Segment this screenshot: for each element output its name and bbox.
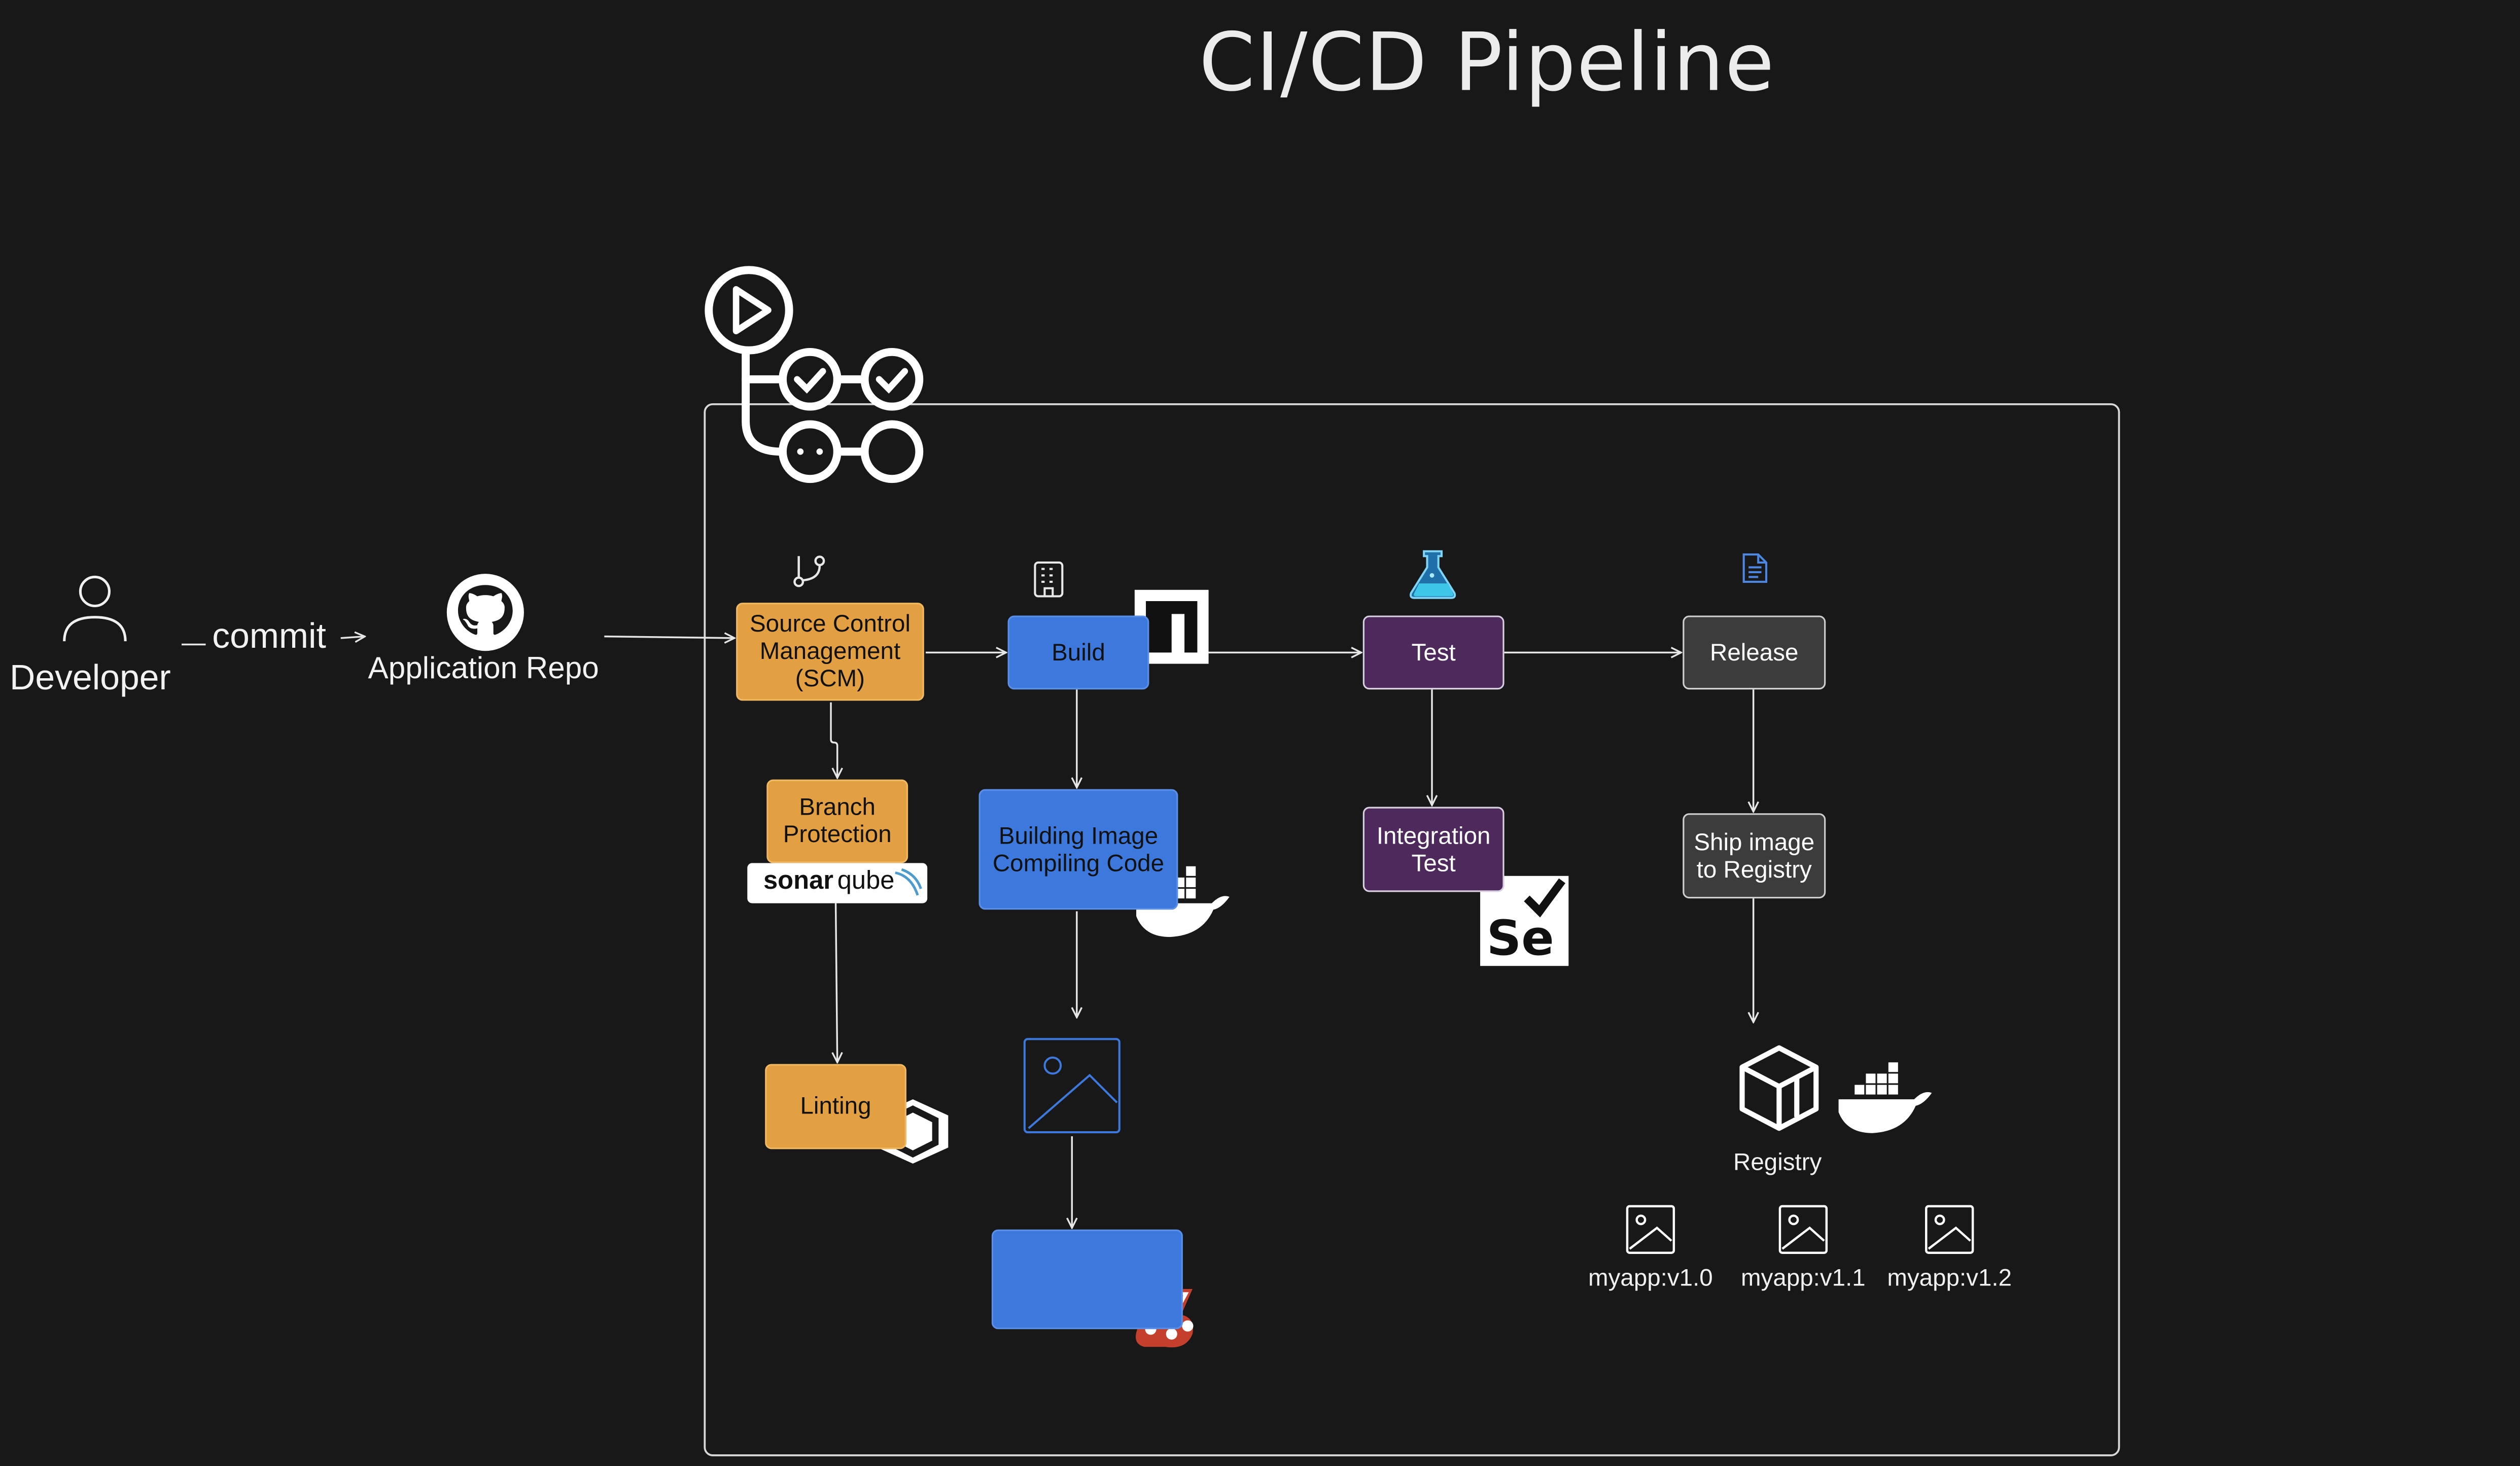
commit-label: commit	[212, 615, 326, 656]
release-label: Release	[1710, 639, 1799, 667]
image-icon	[1626, 1205, 1675, 1254]
sonarqube-logo: sonar qube	[747, 863, 928, 903]
pipeline-frame	[704, 403, 2120, 1456]
image-version-label: myapp:v1.2	[1887, 1265, 2012, 1293]
branch-to-linting-arrow	[836, 903, 837, 1063]
flask-icon	[1409, 550, 1456, 599]
repo-label: Application Repo	[368, 652, 599, 686]
github-actions-icon	[705, 266, 924, 483]
building-icon	[1034, 561, 1064, 598]
registry-label: Registry	[1733, 1149, 1822, 1177]
integration-test-box[interactable]: Integration Test	[1362, 807, 1504, 892]
build-label: Build	[1052, 639, 1105, 667]
image-icon	[1023, 1038, 1121, 1134]
developer-label: Developer	[10, 657, 171, 698]
linting-label: Linting	[800, 1093, 871, 1121]
commit-arrow	[340, 637, 365, 638]
artifact-box[interactable]	[991, 1229, 1183, 1330]
package-icon	[1739, 1045, 1819, 1131]
scm-to-branch-arrow	[830, 702, 837, 778]
ship-image-label: Ship image to Registry	[1694, 828, 1815, 884]
image-icon	[1778, 1205, 1828, 1254]
repo-to-scm-arrow	[604, 637, 734, 638]
docker-icon	[1838, 1062, 1932, 1133]
building-image-label: Building Image Compiling Code	[992, 822, 1165, 877]
build-box[interactable]: Build	[1007, 615, 1149, 690]
image-version-label: myapp:v1.0	[1588, 1265, 1713, 1293]
test-label: Test	[1411, 639, 1456, 667]
integration-test-label: Integration Test	[1376, 822, 1491, 877]
sonarqube-text-a: sonar	[763, 867, 834, 895]
branch-protection-label: Branch Protection	[783, 794, 892, 849]
git-branch-icon	[793, 555, 825, 587]
page-title: CI/CD Pipeline	[1199, 16, 1775, 110]
svg-text:Se: Se	[1487, 911, 1554, 966]
document-icon	[1742, 553, 1768, 583]
release-box[interactable]: Release	[1683, 615, 1826, 690]
scm-box[interactable]: Source Control Management (SCM)	[736, 603, 924, 701]
test-box[interactable]: Test	[1362, 615, 1504, 690]
person-icon	[63, 575, 127, 642]
building-image-box[interactable]: Building Image Compiling Code	[978, 789, 1178, 910]
sonarqube-wave-icon	[895, 868, 922, 896]
scm-label: Source Control Management (SCM)	[749, 610, 911, 693]
image-version-label: myapp:v1.1	[1741, 1265, 1866, 1293]
branch-protection-box[interactable]: Branch Protection	[766, 779, 908, 863]
linting-box[interactable]: Linting	[765, 1064, 906, 1149]
sonarqube-text-b: qube	[837, 867, 895, 895]
github-icon	[446, 574, 524, 651]
image-icon	[1925, 1205, 1974, 1254]
ship-image-box[interactable]: Ship image to Registry	[1683, 813, 1826, 899]
